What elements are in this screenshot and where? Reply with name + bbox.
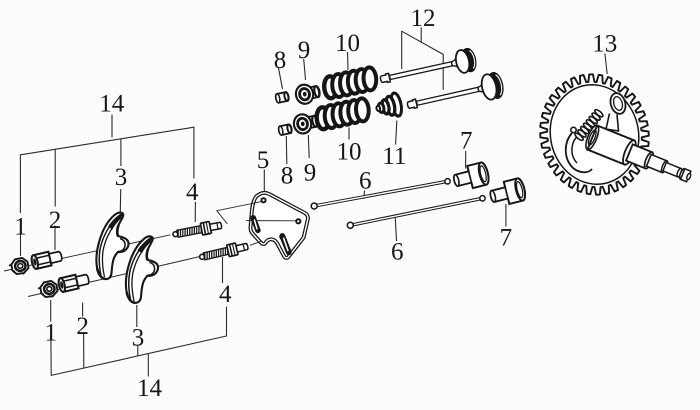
svg-text:5: 5 — [257, 147, 270, 174]
svg-text:2: 2 — [76, 313, 89, 340]
svg-text:9: 9 — [304, 160, 317, 187]
svg-text:1: 1 — [14, 214, 27, 241]
svg-text:7: 7 — [460, 128, 473, 155]
svg-text:10: 10 — [335, 30, 360, 57]
svg-text:8: 8 — [274, 47, 287, 74]
svg-text:12: 12 — [411, 5, 436, 32]
svg-text:3: 3 — [115, 164, 128, 191]
svg-text:13: 13 — [592, 31, 617, 58]
svg-text:14: 14 — [99, 91, 125, 118]
svg-text:1: 1 — [44, 320, 57, 347]
svg-text:14: 14 — [137, 375, 163, 402]
svg-text:8: 8 — [281, 163, 294, 190]
svg-text:2: 2 — [49, 207, 62, 234]
svg-text:4: 4 — [186, 179, 199, 206]
svg-text:4: 4 — [219, 281, 232, 308]
svg-text:9: 9 — [298, 37, 311, 64]
svg-text:10: 10 — [337, 139, 362, 166]
svg-text:11: 11 — [382, 143, 406, 170]
svg-text:3: 3 — [132, 325, 145, 352]
svg-text:7: 7 — [500, 225, 513, 252]
svg-text:6: 6 — [391, 239, 404, 266]
svg-text:6: 6 — [359, 168, 372, 195]
